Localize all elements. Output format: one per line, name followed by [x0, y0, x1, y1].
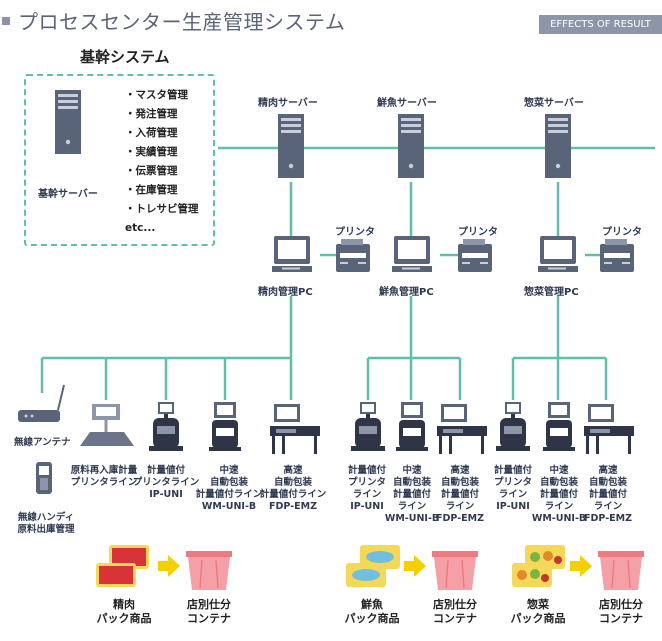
- deli-wm-icon: [543, 402, 575, 451]
- core-item: ・入荷管理: [125, 127, 178, 139]
- arrow-icon: [158, 555, 180, 577]
- deli-server-label: 惣菜サーバー: [524, 98, 584, 109]
- deli-ipuni-icon: [496, 402, 530, 451]
- meat-pc-label: 精肉管理PC: [258, 287, 313, 298]
- fish-server-label: 鮮魚サーバー: [377, 98, 437, 109]
- fish-printer-icon: [458, 239, 492, 272]
- arrow-icon: [404, 555, 426, 577]
- fish-fdp-icon: [437, 404, 487, 454]
- deli-pack-icon: [512, 545, 565, 587]
- meat-printer-label: プリンタ: [335, 227, 375, 238]
- meat-container-label: 店別仕分コンテナ: [187, 598, 231, 625]
- core-server-label: 基幹サーバー: [38, 189, 98, 200]
- core-item: ・トレサビ管理: [125, 203, 199, 215]
- arrow-icon: [570, 555, 592, 577]
- deli-pc-icon: [538, 236, 578, 272]
- container-icon: [186, 551, 232, 590]
- core-item: ・実績管理: [125, 146, 178, 158]
- deli-pc-label: 惣菜管理PC: [524, 287, 579, 298]
- meat-ipuni-icon: [149, 402, 183, 451]
- core-item: ・発注管理: [125, 108, 178, 120]
- fish-product-label: 鮮魚パック商品: [344, 598, 400, 625]
- meat-product-label: 精肉パック商品: [96, 598, 152, 625]
- deli-fdp-icon: [584, 404, 634, 454]
- fish-pc-label: 鮮魚管理PC: [379, 287, 434, 298]
- raw-printer-label: 原料再入庫計量プリンタライン: [70, 465, 138, 488]
- title-bullet: [2, 17, 10, 25]
- deli-product-label: 惣菜パック商品: [510, 598, 566, 625]
- effects-badge: EFFECTS OF RESULT: [539, 15, 662, 34]
- deli-printer-label: プリンタ: [602, 227, 642, 238]
- fish-container-label: 店別仕分コンテナ: [433, 598, 477, 625]
- container-icon: [598, 551, 644, 590]
- core-system-title: 基幹システム: [80, 48, 170, 66]
- meat-pc-icon: [272, 236, 312, 272]
- fish-pc-icon: [392, 236, 432, 272]
- core-item: ・マスタ管理: [125, 89, 188, 101]
- meat-fdp-icon: [270, 404, 320, 454]
- container-icon: [432, 551, 478, 590]
- raw-printer-scale-icon: [80, 404, 134, 446]
- meat-wm-icon: [209, 402, 241, 451]
- core-system-list: ・マスタ管理 ・発注管理 ・入荷管理 ・実績管理 ・伝票管理 ・在庫管理 ・トレ…: [125, 86, 199, 238]
- page-title: プロセスセンター生産管理システム: [18, 10, 346, 34]
- fish-wm-icon: [396, 402, 428, 451]
- handy-terminal-icon: [36, 462, 52, 494]
- fish-pack-icon: [346, 545, 400, 587]
- antenna-icon: [18, 384, 65, 422]
- meat-printer-icon: [336, 239, 370, 272]
- meat-server-icon: [278, 114, 304, 178]
- fish-ipuni-icon: [351, 402, 385, 451]
- core-system-box: [24, 74, 215, 246]
- core-item: etc...: [125, 222, 156, 234]
- handy-label: 無線ハンディ原料出庫管理: [17, 512, 75, 535]
- antenna-label: 無線アンテナ: [14, 437, 71, 448]
- core-item: ・伝票管理: [125, 165, 178, 177]
- meat-pack-icon: [96, 545, 149, 587]
- fish-server-icon: [398, 114, 424, 178]
- meat-server-label: 精肉サーバー: [258, 98, 318, 109]
- fish-printer-label: プリンタ: [458, 227, 498, 238]
- deli-printer-icon: [600, 239, 634, 272]
- deli-container-label: 店別仕分コンテナ: [599, 598, 643, 625]
- deli-server-icon: [545, 114, 571, 178]
- core-server-icon: [55, 90, 81, 154]
- core-item: ・在庫管理: [125, 184, 178, 196]
